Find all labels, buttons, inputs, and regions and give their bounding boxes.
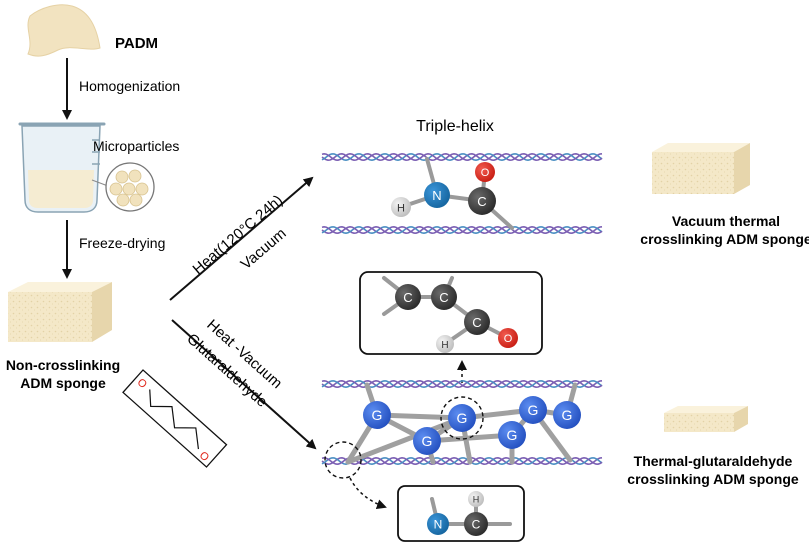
glutaraldehyde-nodes: G G G G G G xyxy=(363,396,581,455)
g-node-5-label: G xyxy=(528,402,539,418)
non-crosslinking-label-line2: ADM sponge xyxy=(20,375,106,391)
aldehyde-carbon-3-label: C xyxy=(472,315,481,330)
g-node-3 xyxy=(448,404,476,432)
helix-strand xyxy=(321,457,603,466)
atom-nitrogen-label: N xyxy=(432,188,441,203)
dashed-highlight-g xyxy=(440,396,484,440)
helix-strand xyxy=(321,152,603,161)
atom-hydrogen xyxy=(391,197,411,217)
non-crosslinking-sponge xyxy=(8,282,112,342)
padm-membrane xyxy=(27,4,101,57)
homogenization-label: Homogenization xyxy=(79,78,180,94)
magnifier-connector xyxy=(91,179,109,187)
microparticles-cluster xyxy=(109,169,149,207)
helix-bottom-2 xyxy=(321,456,603,466)
g-node-4-label: G xyxy=(507,427,518,443)
helix-strand xyxy=(321,380,603,388)
atom-carbon xyxy=(468,187,496,215)
g-node-1-label: G xyxy=(372,407,383,423)
imine-nitrogen-label: N xyxy=(434,518,443,532)
non-crosslinking-label-line1: Non-crosslinking xyxy=(6,357,120,373)
vacuum-thermal-label-line2: crosslinking ADM sponge xyxy=(640,231,809,247)
g-node-4 xyxy=(498,421,526,449)
aldehyde-hydrogen xyxy=(436,335,454,353)
amide-bond-sticks xyxy=(399,157,514,230)
padm-label: PADM xyxy=(115,35,158,52)
imine-carbon xyxy=(464,512,488,536)
aldehyde-carbon-1 xyxy=(395,284,421,310)
imine-hydrogen xyxy=(468,491,484,507)
vacuum-thermal-sponge xyxy=(652,143,750,194)
microparticles-label: Microparticles xyxy=(93,138,179,154)
atom-oxygen xyxy=(475,162,495,182)
helix-strand xyxy=(321,457,603,465)
helix-top-1 xyxy=(321,152,603,162)
aldehyde-carbon-2 xyxy=(431,284,457,310)
g-node-2-label: G xyxy=(422,433,433,449)
aldehyde-carbon-3 xyxy=(464,309,490,335)
vacuum-thermal-label-line1: Vacuum thermal xyxy=(672,213,780,229)
atom-nitrogen xyxy=(424,182,450,208)
dashed-arrow-to-imine xyxy=(349,477,387,509)
atom-oxygen-label: O xyxy=(481,167,490,179)
imine-hydrogen-label: H xyxy=(473,495,480,505)
imine-carbon-label: C xyxy=(472,518,481,532)
helix-strand xyxy=(321,153,603,162)
helix-strand xyxy=(321,456,603,465)
atom-hydrogen-label: H xyxy=(397,203,405,215)
dashed-highlight-junction xyxy=(324,441,362,479)
aldehyde-oxygen xyxy=(498,328,518,348)
helix-strand xyxy=(321,153,603,161)
helix-top-2 xyxy=(321,225,603,235)
aldehyde-hydrogen-label: H xyxy=(441,340,448,351)
helix-strand xyxy=(321,226,603,234)
thermal-glut-label-line2: crosslinking ADM sponge xyxy=(627,471,799,487)
glutaraldehyde-structure: O O xyxy=(122,369,228,468)
freeze-drying-label: Freeze-drying xyxy=(79,235,165,251)
g-node-5 xyxy=(519,396,547,424)
aldehyde-carbon-1-label: C xyxy=(403,290,412,305)
helix-strand xyxy=(321,226,603,235)
helix-strand xyxy=(321,225,603,234)
zoom-box-imine xyxy=(397,485,525,542)
atom-carbon-label: C xyxy=(477,194,486,209)
triple-helix-title: Triple-helix xyxy=(416,118,494,135)
g-node-3-label: G xyxy=(457,410,468,426)
aldehyde-oxygen-label: O xyxy=(504,333,513,345)
arrow-glutaraldehyde-route xyxy=(171,319,317,450)
g-node-6-label: G xyxy=(562,407,573,423)
arrow-vacuum-route xyxy=(169,176,314,301)
g-node-6 xyxy=(553,401,581,429)
thermal-glut-label-line1: Thermal-glutaraldehyde xyxy=(634,453,793,469)
g-node-1 xyxy=(363,401,391,429)
beaker-icon xyxy=(18,122,106,213)
imine-nitrogen xyxy=(427,513,449,535)
thermal-glutaraldehyde-sponge xyxy=(664,406,748,432)
g-node-2 xyxy=(413,427,441,455)
aldehyde-carbon-2-label: C xyxy=(439,290,448,305)
